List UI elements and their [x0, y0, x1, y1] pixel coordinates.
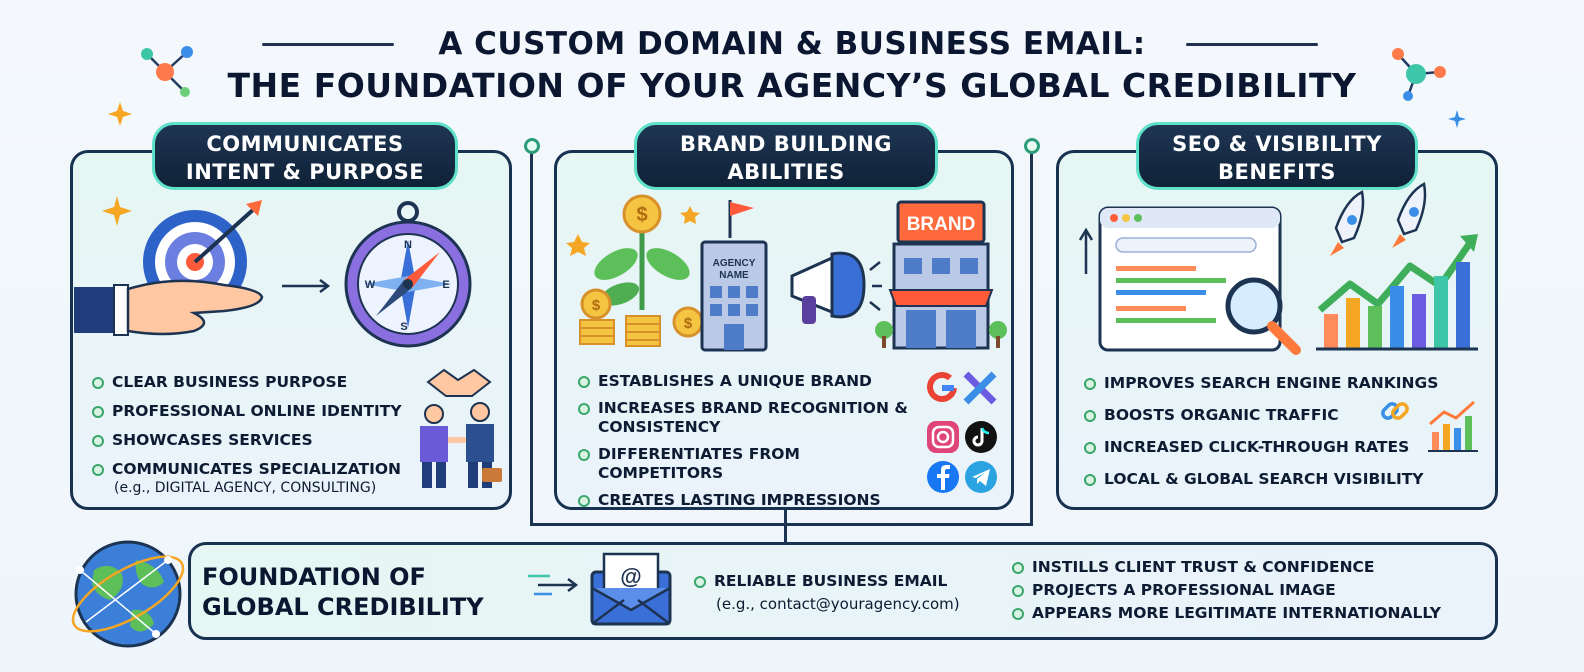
list-item: CLEAR BUSINESS PURPOSE: [90, 373, 402, 392]
panel-title-line: ABILITIES: [727, 160, 845, 184]
link-icon: [1381, 402, 1409, 420]
page-title-line1: A CUSTOM DOMAIN & BUSINESS EMAIL:: [438, 26, 1146, 62]
instagram-icon: [927, 421, 959, 453]
list-item: PROFESSIONAL ONLINE IDENTITY: [90, 402, 402, 421]
coin-symbol: $: [684, 315, 693, 332]
list-item: DIFFERENTIATES FROM COMPETITORS: [576, 445, 916, 483]
x-icon: [963, 371, 997, 405]
foundation-panel: [188, 542, 1498, 640]
handshake-icon: [420, 368, 502, 488]
list-item: INCREASED CLICK-THROUGH RATES: [1082, 438, 1462, 457]
panel-title-line: COMMUNICATES: [206, 132, 404, 156]
panel-title-line: INTENT & PURPOSE: [185, 160, 425, 184]
list-item: RELIABLE BUSINESS EMAIL (e.g., contact@yo…: [692, 572, 960, 614]
list-item: ESTABLISHES A UNIQUE BRAND: [576, 372, 916, 391]
bullet-text: APPEARS MORE LEGITIMATE INTERNATIONALLY: [1032, 604, 1442, 622]
foundation-title-line: FOUNDATION OF: [202, 563, 426, 591]
arrow-right-icon: [282, 279, 331, 293]
compass-letter-e: E: [442, 279, 449, 291]
connector-dot: [524, 138, 540, 154]
growth-chart-icon: [1428, 400, 1478, 452]
hand-icon: [74, 279, 264, 336]
arrow-right-icon: [528, 574, 579, 596]
email-bullet-list: RELIABLE BUSINESS EMAIL (e.g., contact@yo…: [692, 572, 960, 614]
megaphone-icon: [790, 251, 882, 324]
email-envelope-icon: @: [590, 552, 672, 626]
panel-title-line: BENEFITS: [1218, 160, 1336, 184]
title-rule-left: [262, 43, 394, 46]
compass-letter-n: N: [404, 239, 412, 251]
store-sign: BRAND: [907, 214, 976, 235]
coin-symbol: $: [636, 204, 647, 226]
intent-bullet-list: CLEAR BUSINESS PURPOSE PROFESSIONAL ONLI…: [90, 373, 402, 498]
browser-search-icon: [1078, 206, 1301, 355]
compass-letter-s: S: [400, 321, 407, 333]
envelope-at-symbol: @: [620, 564, 641, 589]
connector-dot: [1024, 138, 1040, 154]
list-item: INCREASES BRAND RECOGNITION & CONSISTENC…: [576, 399, 916, 437]
panel-title-intent: COMMUNICATES INTENT & PURPOSE: [152, 122, 458, 190]
bullet-text: BOOSTS ORGANIC TRAFFIC: [1104, 406, 1339, 424]
sparkle-icon: [108, 102, 132, 126]
brand-store-icon: BRAND: [875, 200, 1007, 350]
brand-bullet-list: ESTABLISHES A UNIQUE BRAND INCREASES BRA…: [576, 372, 916, 510]
building-sign-line2: NAME: [719, 270, 749, 281]
compass-icon: N E S W: [344, 201, 472, 348]
list-item: COMMUNICATES SPECIALIZATION (e.g., DIGITA…: [90, 460, 402, 498]
bullet-text: INCREASED CLICK-THROUGH RATES: [1104, 438, 1410, 456]
bullet-text: ESTABLISHES A UNIQUE BRAND: [598, 372, 872, 390]
compass-letter-w: W: [365, 279, 376, 291]
google-icon: [927, 371, 957, 402]
list-item: INSTILLS CLIENT TRUST & CONFIDENCE: [1010, 558, 1441, 577]
foundation-title-line: GLOBAL CREDIBILITY: [202, 593, 484, 621]
bullet-text: RELIABLE BUSINESS EMAIL: [714, 572, 948, 590]
list-item: BOOSTS ORGANIC TRAFFIC: [1082, 406, 1462, 425]
list-item: CREATES LASTING IMPRESSIONS: [576, 491, 916, 510]
money-plant-icon: $ $ $: [566, 194, 704, 347]
foundation-title: FOUNDATION OF GLOBAL CREDIBILITY: [202, 562, 484, 622]
panel-title-brand: BRAND BUILDING ABILITIES: [634, 122, 938, 190]
bullet-text: LOCAL & GLOBAL SEARCH VISIBILITY: [1104, 470, 1424, 488]
molecule-icon-left: [141, 46, 193, 97]
bullet-text: SHOWCASES SERVICES: [112, 431, 313, 449]
bullet-text: COMMUNICATES SPECIALIZATION: [112, 460, 402, 478]
bullet-text: IMPROVES SEARCH ENGINE RANKINGS: [1104, 374, 1439, 392]
building-sign-line1: AGENCY: [713, 258, 756, 269]
bullet-text: PROFESSIONAL ONLINE IDENTITY: [112, 402, 402, 420]
title-rule-right: [1186, 43, 1318, 46]
email-example: (e.g., contact@youragency.com): [716, 595, 960, 613]
globe-icon: [71, 540, 185, 648]
bullet-note: (e.g., DIGITAL AGENCY, CONSULTING): [114, 480, 377, 496]
bullet-text: INSTILLS CLIENT TRUST & CONFIDENCE: [1032, 558, 1375, 576]
connector-line: [530, 145, 533, 525]
bullet-text: INCREASES BRAND RECOGNITION & CONSISTENC…: [598, 399, 908, 436]
bullet-text: CREATES LASTING IMPRESSIONS: [598, 491, 881, 509]
connector-line: [1030, 145, 1033, 525]
page-title-line2: THE FOUNDATION OF YOUR AGENCY’S GLOBAL C…: [227, 66, 1357, 105]
facebook-icon: [927, 461, 959, 493]
list-item: PROJECTS A PROFESSIONAL IMAGE: [1010, 581, 1441, 600]
connector-line: [784, 510, 787, 542]
bullet-text: DIFFERENTIATES FROM COMPETITORS: [598, 445, 800, 482]
credibility-bullet-list: INSTILLS CLIENT TRUST & CONFIDENCE PROJE…: [1010, 558, 1441, 623]
connector-line: [530, 523, 1033, 526]
bullet-text: CLEAR BUSINESS PURPOSE: [112, 373, 348, 391]
sparkle-icon: [102, 196, 132, 226]
telegram-icon: [965, 461, 997, 493]
list-item: IMPROVES SEARCH ENGINE RANKINGS: [1082, 374, 1462, 393]
panel-title-line: SEO & VISIBILITY: [1172, 132, 1382, 156]
bullet-text: PROJECTS A PROFESSIONAL IMAGE: [1032, 581, 1336, 599]
list-item: APPEARS MORE LEGITIMATE INTERNATIONALLY: [1010, 604, 1441, 623]
agency-building-icon: AGENCY NAME: [700, 200, 768, 352]
list-item: LOCAL & GLOBAL SEARCH VISIBILITY: [1082, 470, 1462, 489]
rocket-chart-icon: [1316, 182, 1478, 351]
coin-symbol: $: [592, 297, 601, 314]
panel-title-seo: SEO & VISIBILITY BENEFITS: [1136, 122, 1418, 190]
list-item: SHOWCASES SERVICES: [90, 431, 402, 450]
tiktok-icon: [965, 421, 997, 453]
seo-bullet-list: IMPROVES SEARCH ENGINE RANKINGS BOOSTS O…: [1082, 374, 1462, 489]
panel-title-line: BRAND BUILDING: [679, 132, 893, 156]
sparkle-icon: [1448, 110, 1466, 128]
molecule-icon-right: [1392, 48, 1446, 101]
